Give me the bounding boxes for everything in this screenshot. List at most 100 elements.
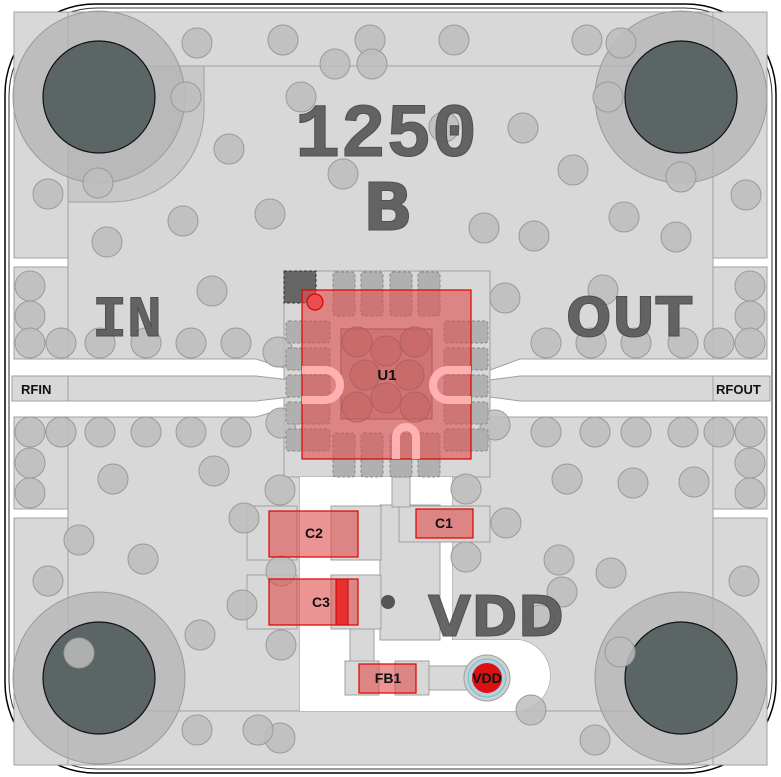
thermal-via [370, 382, 402, 414]
via [220, 327, 252, 359]
via [468, 212, 500, 244]
via [515, 694, 547, 726]
thermal-via [341, 326, 373, 358]
via [130, 416, 162, 448]
via [507, 112, 539, 144]
via [327, 158, 359, 190]
via [428, 111, 460, 143]
via [667, 416, 699, 448]
u1-bias-trace [391, 476, 411, 508]
via [703, 416, 735, 448]
via [198, 455, 230, 487]
mount-hole-tl [42, 40, 156, 154]
via [734, 327, 766, 359]
via [127, 543, 159, 575]
via [265, 629, 297, 661]
thermal-via [341, 391, 373, 423]
via [450, 541, 482, 573]
via [226, 589, 258, 621]
c3-capacitor[interactable]: C3 [268, 578, 359, 626]
via [84, 416, 116, 448]
via [438, 24, 470, 56]
via [551, 463, 583, 495]
via [14, 327, 46, 359]
via [620, 327, 652, 359]
via [45, 327, 77, 359]
via [319, 48, 351, 80]
c1-label: C1 [435, 515, 453, 531]
via [82, 167, 114, 199]
via [543, 544, 575, 576]
via [734, 270, 766, 302]
c2-capacitor[interactable]: C2 [268, 510, 359, 558]
via [579, 724, 611, 756]
c1-capacitor[interactable]: C1 [415, 508, 474, 539]
via [665, 161, 697, 193]
vdd-test-pad[interactable]: VDD [463, 654, 511, 702]
via [32, 565, 64, 597]
rfout-trace [489, 375, 771, 402]
thermal-via [399, 391, 431, 423]
thermal-via [393, 359, 425, 391]
vdd-pin-trace [392, 423, 420, 459]
via [734, 447, 766, 479]
via [170, 81, 202, 113]
rfout-label: RFOUT [716, 382, 761, 397]
via [14, 270, 46, 302]
rfout-pin-trace [429, 366, 471, 404]
via [264, 474, 296, 506]
via [617, 467, 649, 499]
via [84, 327, 116, 359]
via [490, 507, 522, 539]
via [175, 327, 207, 359]
via [213, 133, 245, 165]
fb1-ferrite-bead[interactable]: FB1 [358, 663, 417, 694]
via [97, 463, 129, 495]
via [489, 282, 521, 314]
u1-ic[interactable]: U1 [283, 270, 489, 478]
fb1-label: FB1 [375, 670, 402, 686]
via [356, 48, 388, 80]
via [524, 604, 556, 636]
via [678, 466, 710, 498]
c1-body[interactable] [415, 508, 474, 539]
via [660, 221, 692, 253]
via [130, 327, 162, 359]
c2-label: C2 [305, 525, 323, 541]
via [530, 327, 562, 359]
u1-pin1-dot [306, 293, 324, 311]
via [14, 477, 46, 509]
thermal-via [370, 335, 402, 367]
via [587, 274, 619, 306]
fb1-body[interactable] [358, 663, 417, 694]
via [667, 327, 699, 359]
via [734, 477, 766, 509]
via [91, 226, 123, 258]
via [608, 201, 640, 233]
mount-hole-tr [624, 40, 738, 154]
via [228, 502, 260, 534]
silk-vdd-label: VDD [428, 585, 564, 650]
via [14, 300, 46, 332]
via [571, 24, 603, 56]
via [167, 205, 199, 237]
u1-thermal-pad [340, 328, 433, 420]
marking-revision: B [363, 169, 413, 246]
u1-thermal-vias [341, 326, 431, 423]
via [175, 416, 207, 448]
via [579, 416, 611, 448]
via [14, 416, 46, 448]
via [181, 714, 213, 746]
via [728, 565, 760, 597]
via [604, 636, 636, 668]
via [32, 178, 64, 210]
vdd-pad[interactable] [472, 663, 502, 693]
via [450, 473, 482, 505]
via [285, 81, 317, 113]
rfin-label: RFIN [21, 382, 51, 397]
via [63, 637, 95, 669]
mount-hole-br [624, 621, 738, 735]
via [196, 275, 228, 307]
c2-body[interactable] [268, 510, 359, 558]
